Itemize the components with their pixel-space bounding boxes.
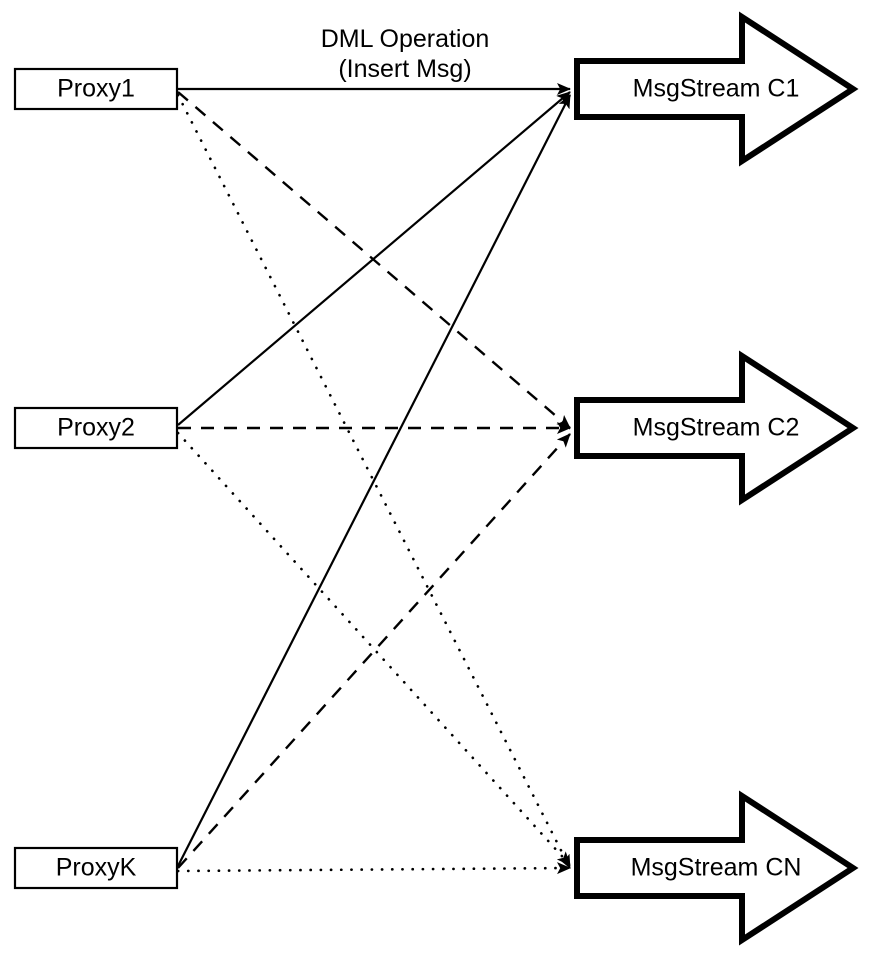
node-proxy1[interactable]: Proxy1 (13, 67, 179, 111)
msgstream-c2-label: MsgStream C2 (633, 414, 800, 442)
edge-proxy2-to-stream-cn[interactable] (176, 431, 572, 867)
edges-layer (176, 83, 572, 875)
msgstream-nodes-layer: MsgStream C1 MsgStream C2 MsgStream CN (574, 11, 859, 946)
proxy1-label: Proxy1 (57, 75, 135, 103)
msgstream-cn-block-arrow-icon[interactable] (574, 790, 859, 946)
edge-proxyk-to-stream-c1[interactable] (177, 94, 571, 867)
node-msgstream-c1[interactable]: MsgStream C1 (574, 11, 859, 167)
node-msgstream-cn[interactable]: MsgStream CN (574, 790, 859, 946)
proxy1-box[interactable] (13, 67, 179, 111)
msgstream-c1-label: MsgStream C1 (633, 75, 800, 103)
proxyk-label: ProxyK (56, 854, 137, 882)
msgstream-cn-label: MsgStream CN (631, 854, 802, 882)
msgstream-c2-block-arrow-icon[interactable] (574, 350, 859, 506)
proxyk-box[interactable] (13, 846, 179, 890)
edge-proxyk-to-stream-c2[interactable] (177, 433, 571, 869)
node-proxyk[interactable]: ProxyK (13, 846, 179, 890)
edge-annotation-line1: DML Operation (321, 25, 490, 53)
edge-proxy2-to-stream-c1[interactable] (177, 91, 571, 426)
proxy2-box[interactable] (13, 406, 179, 450)
edge-annotation-line2: (Insert Msg) (338, 55, 471, 83)
node-proxy2[interactable]: Proxy2 (13, 406, 179, 450)
edge-proxyk-to-stream-cn[interactable] (176, 862, 572, 875)
node-msgstream-c2[interactable]: MsgStream C2 (574, 350, 859, 506)
edge-annotation-dml-operation: DML Operation (Insert Msg) (321, 25, 490, 83)
msgstream-c1-block-arrow-icon[interactable] (574, 11, 859, 167)
edge-proxy1-to-stream-c2[interactable] (177, 91, 571, 429)
proxy2-label: Proxy2 (57, 414, 135, 442)
proxy-nodes-layer: Proxy1 Proxy2 ProxyK (13, 67, 179, 890)
